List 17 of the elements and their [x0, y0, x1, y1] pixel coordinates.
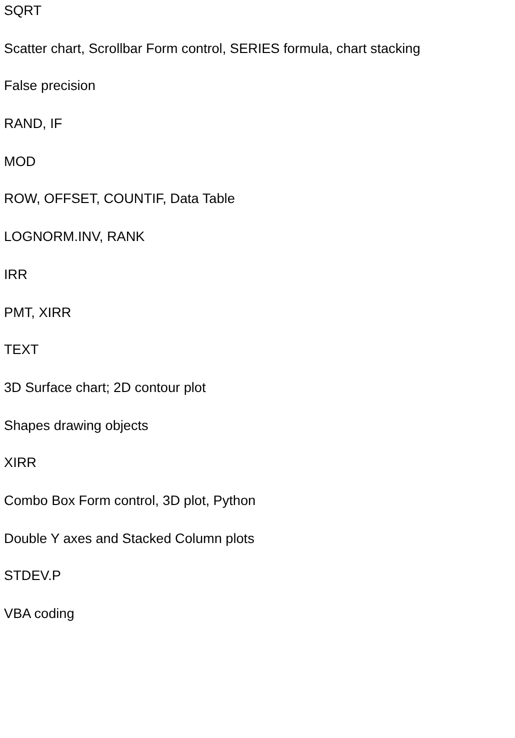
list-item-text: 3D Surface chart; 2D contour plot — [4, 378, 207, 396]
list-item-text: RAND, IF — [4, 115, 64, 132]
list-item-text: TEXT — [4, 341, 40, 358]
list-item-text: SQRT — [4, 2, 43, 19]
list-item-text: VBA coding — [4, 605, 76, 622]
list-item-text: PMT, XIRR — [4, 304, 72, 320]
list-item-text: LOGNORM.INV, RANK — [4, 228, 146, 246]
list-item-text: STDEV.P — [4, 567, 62, 584]
list-item-text: XIRR — [4, 454, 38, 472]
list-item-text: False precision — [4, 77, 96, 94]
list-item-text: Combo Box Form control, 3D plot, Python — [4, 492, 257, 509]
list-item-text: Shapes drawing objects — [4, 416, 150, 434]
list-item-text: MOD — [4, 152, 37, 170]
list-item-text: Double Y axes and Stacked Column plots — [4, 530, 256, 547]
list-item-text: IRR — [4, 266, 28, 283]
list-item-text: Scatter chart, Scrollbar Form control, SERIES formula, chart stacking — [4, 40, 422, 57]
list-item-text: ROW, OFFSET, COUNTIF, Data Table — [4, 190, 236, 208]
